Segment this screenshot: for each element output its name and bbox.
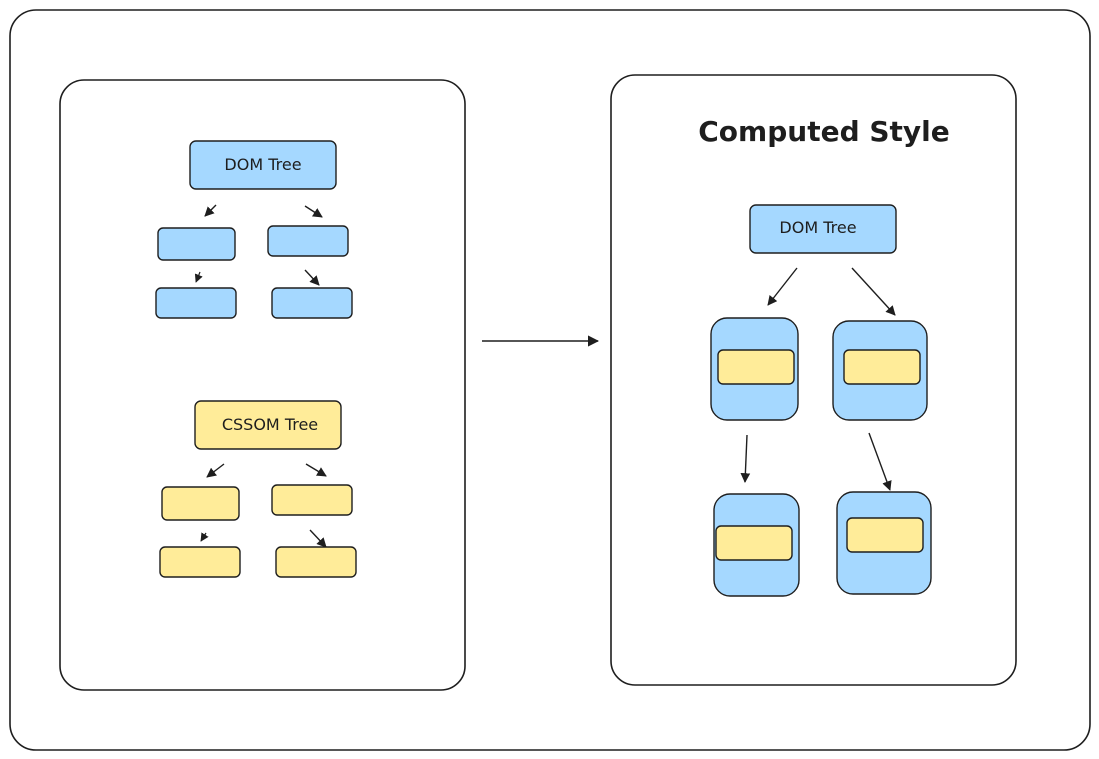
cssom-arrow-4 <box>309 529 327 548</box>
right-arrow-1 <box>767 267 798 306</box>
computed-node-2-style <box>843 349 921 385</box>
cssom-grandchild-node-2 <box>275 546 357 578</box>
left-dom-child-node-2 <box>267 225 349 257</box>
left-panel: DOM Tree CSSOM Tree <box>59 79 466 691</box>
computed-style-title: Computed Style <box>698 115 950 148</box>
left-dom-tree-label: DOM Tree <box>224 155 301 174</box>
right-arrow-3 <box>740 434 751 483</box>
cssom-child-node-1 <box>161 486 240 521</box>
cssom-tree-root-node <box>194 400 342 450</box>
left-dom-grandchild-node-2 <box>271 287 353 319</box>
computed-node-2 <box>832 320 928 421</box>
computed-node-4-style <box>846 517 924 553</box>
left-dom-child-node-1 <box>157 227 236 261</box>
cssom-grandchild-node-1 <box>159 546 241 578</box>
right-panel: Computed Style DOM Tree <box>610 74 1017 686</box>
cssom-arrow-1 <box>206 463 225 478</box>
cssom-child-node-2 <box>271 484 353 516</box>
computed-node-4 <box>836 491 932 595</box>
computed-node-3 <box>713 493 800 597</box>
right-arrow-4 <box>868 432 892 491</box>
left-dom-tree-root-node <box>189 140 337 190</box>
left-dom-tree: DOM Tree <box>155 140 353 319</box>
left-dom-arrow-4 <box>304 269 320 286</box>
cssom-arrow-3 <box>200 532 209 542</box>
computed-node-3-style <box>715 525 793 561</box>
right-dom-tree-root-node <box>749 204 897 254</box>
cssom-tree-label: CSSOM Tree <box>222 415 318 434</box>
right-dom-tree-label: DOM Tree <box>779 218 856 237</box>
computed-node-1-style <box>717 349 795 385</box>
right-arrow-2 <box>851 267 896 316</box>
left-dom-arrow-2 <box>304 205 323 218</box>
computed-node-1 <box>710 317 799 421</box>
left-cssom-tree: CSSOM Tree <box>159 400 357 578</box>
right-panel-frame <box>610 74 1017 686</box>
left-dom-grandchild-node-1 <box>155 287 237 319</box>
cssom-arrow-2 <box>305 463 327 477</box>
left-dom-arrow-3 <box>194 271 203 283</box>
left-dom-arrow-1 <box>204 204 217 217</box>
